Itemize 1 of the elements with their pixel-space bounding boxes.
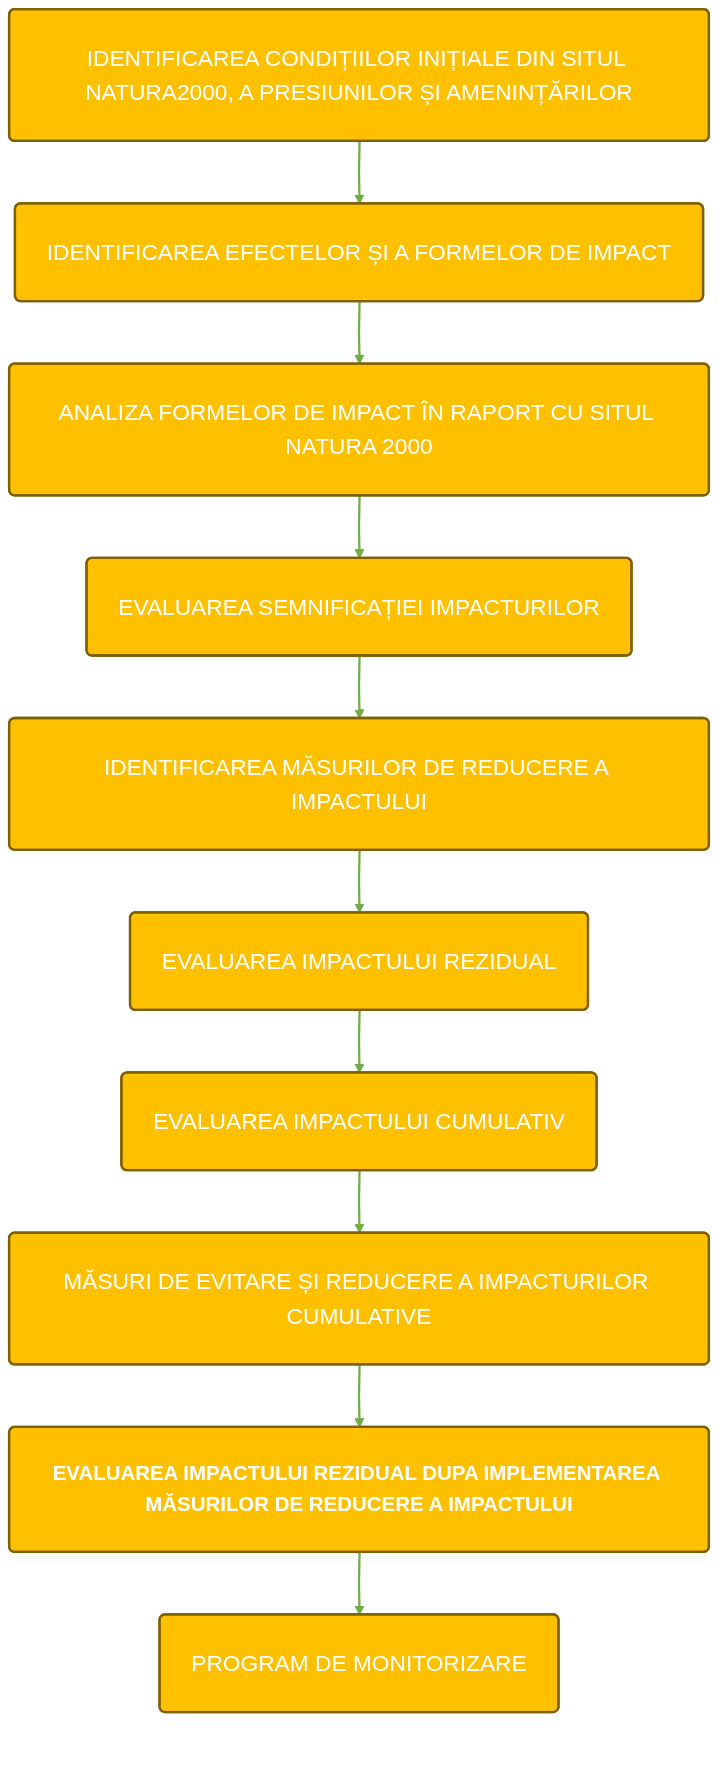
flowchart-diagram: IDENTIFICAREA CONDIȚIILOR INIȚIALE DIN SITUL NATURA2000, A PRESIUNILOR ȘI AMENINȚĂRILOR IDENTIFICAREA EFECTELOR ȘI A FORMELOR DE IMPACT ANALIZA FORMELOR DE IMPACT ÎN RAPORT CU SITUL NATURA 2000 EVALUAREA SEMNIFICAȚIEI IMPACTURILOR IDENTIFICAREA MĂSURILOR DE REDUCERE A IMPACTULUI EVALUAREA IMPACTULUI REZIDUAL EVALUAREA IMPACTULUI CUMULATIV MĂSURI DE EVITARE ȘI REDUCERE A IMPACTURILOR CUMULATIVE EVALUAREA IMPACTULUI REZIDUAL DUPA IMPLEMENTAREA MĂSURILOR DE REDUCERE A IMPACTULUI PROGRAM DE MONITORIZARE bbox=[0, 0, 718, 1722]
